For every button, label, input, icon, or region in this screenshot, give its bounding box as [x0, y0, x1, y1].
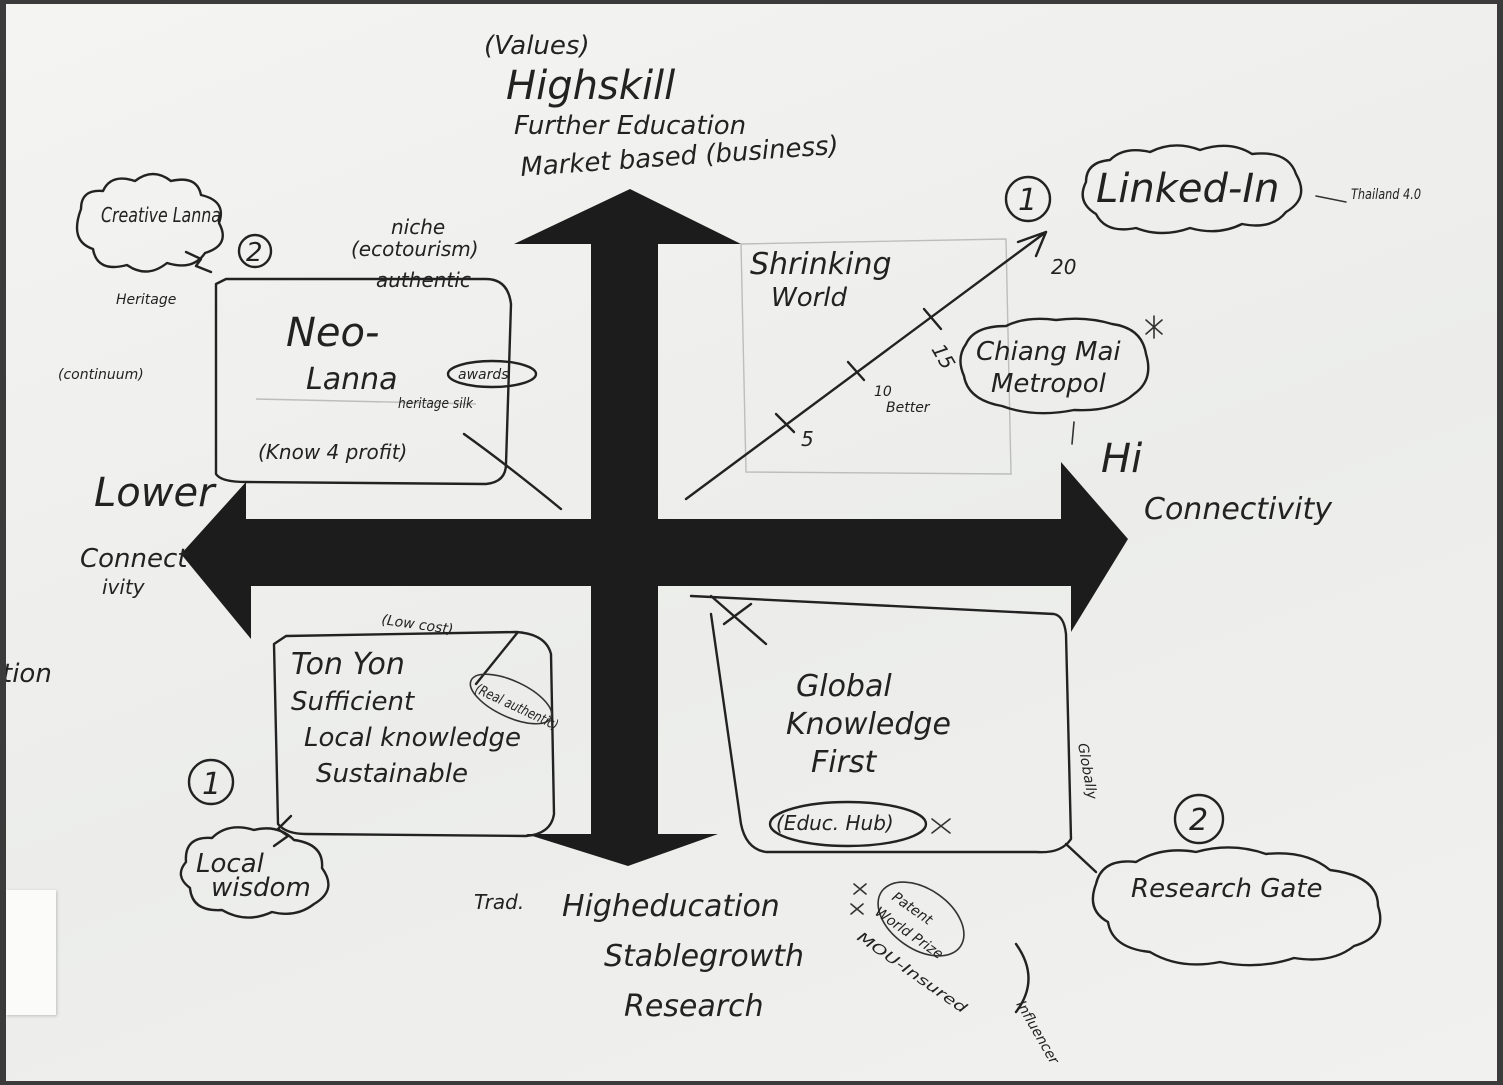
better-label: Better: [886, 400, 931, 416]
horizontal-arrow: [181, 462, 1128, 639]
continuum-label: (continuum): [58, 367, 144, 383]
tick-10-label: 10: [874, 384, 892, 400]
values-label: (Values): [484, 31, 590, 61]
paper-sheet: [6, 890, 56, 1015]
tick-5-label: 5: [801, 427, 814, 451]
silk-label: heritage silk: [398, 396, 474, 412]
number-1-tr: 1: [1018, 183, 1037, 218]
number-2-tl: 2: [246, 238, 263, 268]
lower-label: Lower: [94, 470, 217, 516]
educ-hub-label: (Educ. Hub): [776, 811, 894, 835]
growth-arrowhead: [1016, 230, 1048, 258]
chiang-mai-label: Chiang Mai: [976, 337, 1121, 367]
creative-label: Creative Lanna: [101, 203, 221, 227]
trad-label: Trad.: [474, 890, 524, 914]
connector-creative: [184, 250, 213, 274]
shrinking-label: Shrinking: [750, 247, 892, 282]
local-label: Local: [196, 849, 265, 879]
connector-research: [1064, 842, 1098, 874]
tonyon-box: [272, 630, 556, 838]
stablegrowth-label: Stablegrowth: [604, 939, 804, 974]
local-knowledge-label: Local knowledge: [304, 723, 521, 753]
hi-label: Hi: [1101, 436, 1142, 482]
small-vert-line: [1071, 421, 1075, 445]
know-profit-label: (Know 4 profit): [258, 440, 407, 464]
number-1-circle-bl: [187, 758, 235, 806]
whiteboard-drawing: (Values) Highskill Further Education Mar…: [6, 31, 1421, 1068]
heritage-label: Heritage: [116, 292, 176, 308]
diagonal-bl: [474, 630, 520, 686]
tick-20-label: 20: [1051, 255, 1076, 279]
left-edge-fragment: tion: [6, 659, 52, 689]
patent-oval: [877, 881, 965, 957]
further-education-label: Further Education: [514, 111, 746, 141]
number-1-circle-tr: [1004, 175, 1052, 223]
higheducation-label: Higheducation: [562, 889, 780, 924]
whiteboard: (Values) Highskill Further Education Mar…: [6, 4, 1497, 1081]
awards-label: awards: [458, 367, 509, 383]
research-label: Research: [624, 989, 764, 1024]
sustainable-label: Sustainable: [316, 759, 468, 789]
educ-hub-oval: [768, 800, 928, 848]
bracket-influencer: [1014, 942, 1030, 1014]
world-label: World: [771, 283, 848, 313]
number-2-circle-tl: [237, 233, 273, 269]
growth-line: [684, 230, 1048, 501]
number-1-bl: 1: [202, 767, 221, 802]
erased-line-tl: [255, 398, 477, 405]
metropol-label: Metropol: [991, 369, 1107, 399]
number-2-circle-br: [1173, 793, 1225, 845]
linkedin-label: Linked-In: [1096, 166, 1280, 212]
tick-5: [774, 412, 796, 434]
connectivity-label: Connectivity: [1144, 492, 1333, 527]
neo-lanna-box: [214, 277, 513, 486]
research-gate-label: Research Gate: [1131, 874, 1323, 904]
diagonal-br: [709, 594, 768, 646]
influencer-label: Influencer: [1013, 998, 1063, 1068]
neo-label: Neo-: [286, 310, 379, 356]
erased-box-tr: [740, 238, 1012, 475]
lanna-label: Lanna: [306, 362, 398, 397]
connect-label: Connect: [80, 544, 188, 574]
star-edu: [931, 818, 951, 834]
globally-label: Globally: [1074, 742, 1100, 801]
tick-15-label: 15: [927, 340, 961, 374]
global-knowledge-box: [689, 594, 1073, 854]
first-label: First: [811, 745, 878, 780]
awards-oval: [446, 359, 538, 389]
highskill-label: Highskill: [506, 63, 675, 109]
creative-lanna-cloud: [75, 172, 224, 273]
local-wisdom-cloud: [179, 826, 330, 919]
ivity-label: ivity: [102, 575, 146, 599]
knowledge-label: Knowledge: [786, 707, 951, 742]
ecotourism-label: (ecotourism): [351, 237, 479, 261]
tonyon-label: Ton Yon: [291, 647, 405, 682]
star-mark: [1145, 315, 1163, 339]
thailand-label: Thailand 4.0: [1351, 187, 1421, 203]
tick-10: [846, 360, 866, 382]
connector-thailand: [1315, 195, 1347, 203]
real-authentic-oval: [469, 673, 553, 725]
stars-patent: [850, 883, 867, 915]
linkedin-cloud: [1081, 144, 1303, 235]
diagonal-tl: [462, 432, 563, 511]
chiang-mai-cloud: [959, 317, 1150, 415]
tick-15: [922, 307, 943, 331]
research-gate-cloud: [1091, 846, 1382, 967]
global-label: Global: [796, 669, 892, 704]
sufficient-label: Sufficient: [291, 687, 415, 717]
number-2-br: 2: [1189, 803, 1208, 838]
wisdom-label: wisdom: [211, 873, 311, 903]
niche-label: niche: [391, 215, 445, 239]
